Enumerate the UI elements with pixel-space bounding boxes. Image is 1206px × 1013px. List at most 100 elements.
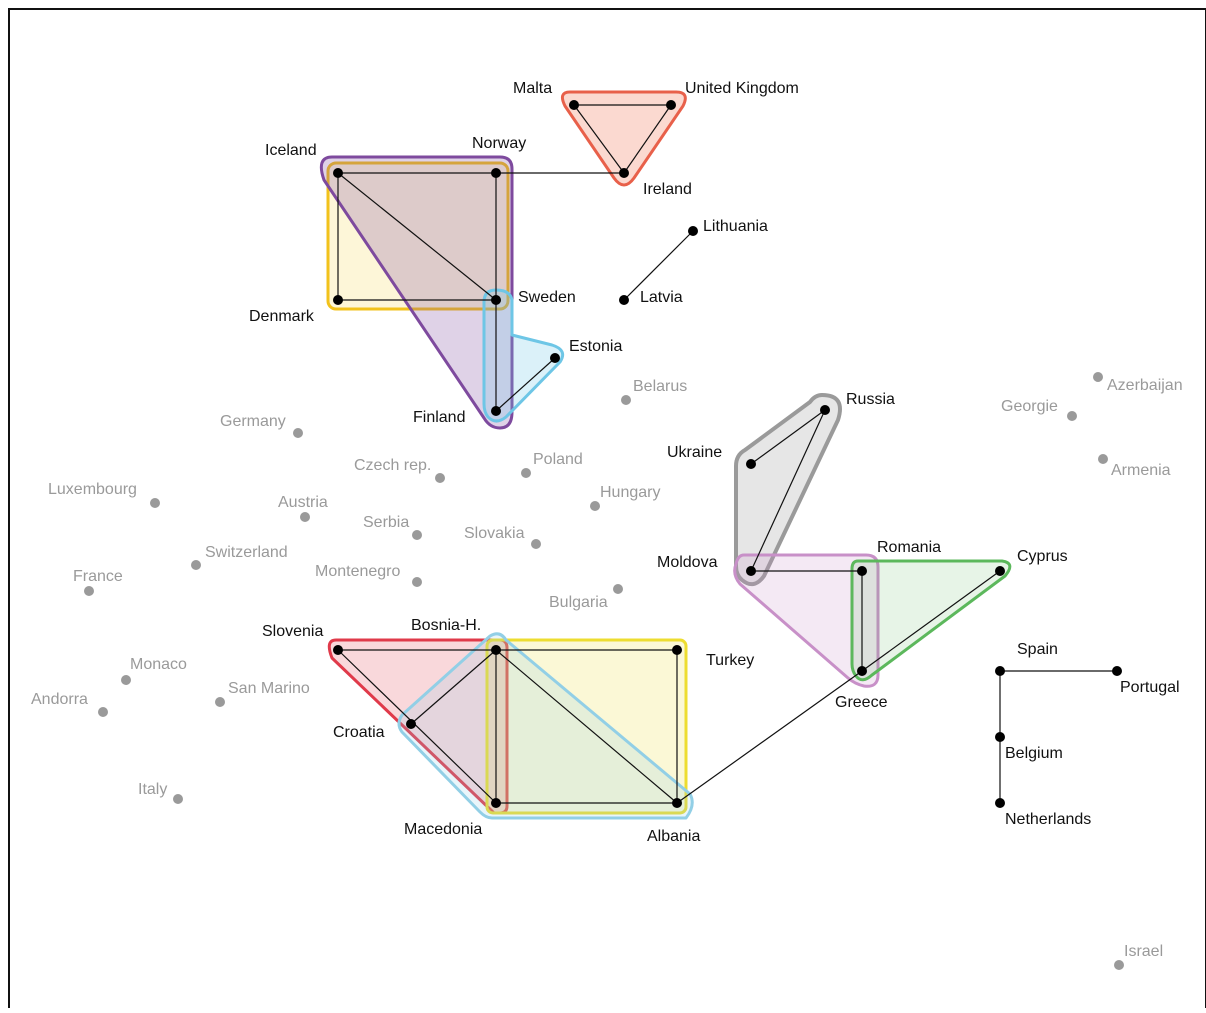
node-portugal [1112,666,1122,676]
node-andorra [98,707,108,717]
node-netherlands [995,798,1005,808]
label-belarus: Belarus [633,378,687,395]
node-croatia [406,719,416,729]
node-france [84,586,94,596]
label-poland: Poland [533,451,583,468]
label-russia: Russia [846,391,895,408]
label-belgium: Belgium [1005,745,1063,762]
edges [337,104,1117,804]
node-romania [857,566,867,576]
label-hungary: Hungary [600,484,660,501]
label-switzerland: Switzerland [205,544,288,561]
node-israel [1114,960,1124,970]
label-croatia: Croatia [333,724,385,741]
edge [676,670,863,804]
node-albania [672,798,682,808]
node-hungary [590,501,600,511]
hull-slovenia-bosnia-croatia-macedonia [327,638,509,815]
node-armenia [1098,454,1108,464]
label-moldova: Moldova [657,554,718,571]
edge [750,409,826,465]
node-denmark [333,295,343,305]
label-georgie: Georgie [1001,398,1058,415]
node-poland [521,468,531,478]
label-romania: Romania [877,539,941,556]
node-lithuania [688,226,698,236]
edge [495,357,556,412]
label-malta: Malta [513,80,552,97]
node-monaco [121,675,131,685]
node-italy [173,794,183,804]
hull-sweden-finland-estonia [482,288,565,423]
label-turkey: Turkey [706,652,754,669]
node-estonia [550,353,560,363]
active-labels: Malta United Kingdom Ireland Iceland Nor… [249,80,1180,845]
label-cyprus: Cyprus [1017,548,1068,565]
label-luxembourg: Luxembourg [48,481,137,498]
label-estonia: Estonia [569,338,622,355]
label-denmark: Denmark [249,308,315,325]
node-luxembourg [150,498,160,508]
node-bulgaria [613,584,623,594]
node-ireland [619,168,629,178]
label-austria: Austria [278,494,328,511]
node-russia [820,405,830,415]
edge [623,104,672,174]
label-germany: Germany [220,413,286,430]
edge [573,104,625,174]
node-iceland [333,168,343,178]
label-finland: Finland [413,409,465,426]
edge [337,649,497,804]
label-latvia: Latvia [640,289,683,306]
node-switzerland [191,560,201,570]
hull-denmark-iceland-norway-sweden [326,161,510,311]
label-iceland: Iceland [265,142,317,159]
label-united-kingdom: United Kingdom [685,80,799,97]
label-macedonia: Macedonia [404,821,482,838]
node-moldova [746,566,756,576]
hull-malta-uk-ireland [560,90,687,187]
edge [337,172,497,301]
node-spain [995,666,1005,676]
node-germany [293,428,303,438]
node-latvia [619,295,629,305]
node-turkey [672,645,682,655]
label-bosnia-h: Bosnia-H. [411,617,481,634]
label-albania: Albania [647,828,700,845]
edge [861,570,1001,672]
node-slovakia [531,539,541,549]
node-norway [491,168,501,178]
node-malta [569,100,579,110]
node-finland [491,406,501,416]
label-greece: Greece [835,694,888,711]
hull-iceland-norway-sweden-finland [319,155,514,430]
label-ireland: Ireland [643,181,692,198]
node-azerbaijan [1093,372,1103,382]
hull-moldova-romania-greece [733,553,880,688]
label-sweden: Sweden [518,289,576,306]
edge [495,649,678,804]
node-belarus [621,395,631,405]
node-greece [857,666,867,676]
label-spain: Spain [1017,641,1058,658]
label-slovenia: Slovenia [262,623,323,640]
label-bulgaria: Bulgaria [549,594,608,611]
inactive-nodes [84,372,1124,970]
hull-croatia-bosnia-albania-macedonia [397,632,694,820]
node-san-marino [215,697,225,707]
edge [410,649,497,725]
node-sweden [491,295,501,305]
group-hulls [319,90,1012,820]
label-slovakia: Slovakia [464,525,525,542]
node-serbia [412,530,422,540]
frame-border [8,8,1206,1013]
node-austria [300,512,310,522]
label-czech-rep: Czech rep. [354,457,431,474]
inactive-labels: Belarus Germany Czech rep. Poland Luxemb… [31,377,1183,960]
label-france: France [73,568,123,585]
node-macedonia [491,798,501,808]
label-norway: Norway [472,135,526,152]
label-andorra: Andorra [31,691,88,708]
